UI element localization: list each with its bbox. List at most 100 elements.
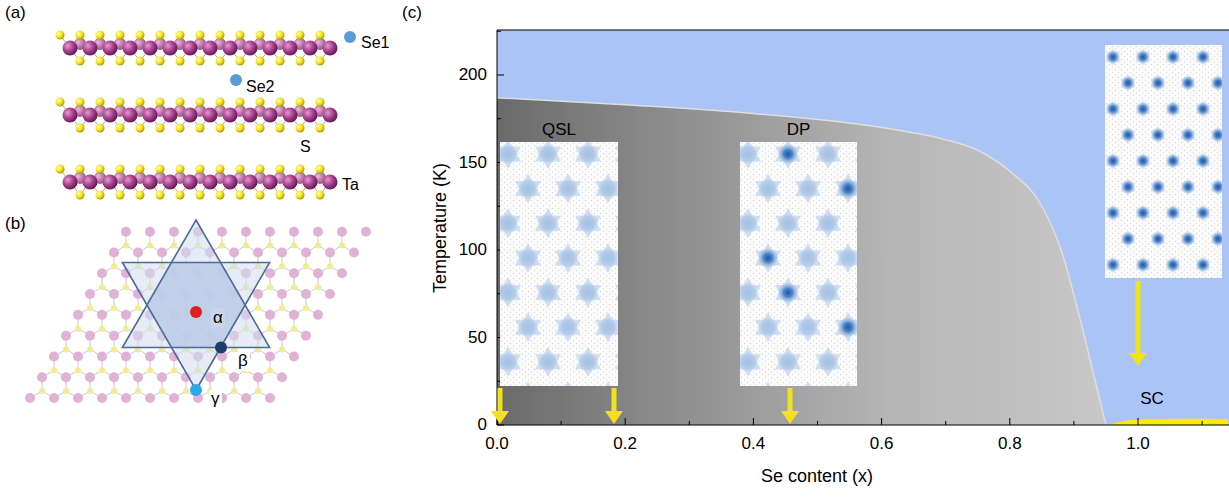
site-gamma — [190, 384, 202, 396]
star-cluster — [1090, 126, 1106, 144]
ta-atom — [263, 41, 278, 56]
star-cluster — [595, 243, 618, 273]
panel-label: (b) — [5, 214, 26, 234]
ta-atom — [121, 393, 131, 403]
s-atom — [256, 98, 265, 107]
s-atom — [276, 124, 285, 133]
cluster-center — [500, 144, 518, 164]
star-cluster — [1225, 256, 1229, 274]
star-cluster — [535, 278, 561, 308]
cluster-center — [1226, 50, 1229, 64]
axis-title: Temperature (K) — [430, 163, 451, 293]
x-tick — [1138, 418, 1139, 425]
star-cluster — [740, 278, 761, 308]
ta-atom — [97, 310, 107, 320]
s-atom — [291, 326, 297, 332]
ta-atom — [289, 268, 299, 278]
s-atom — [255, 305, 261, 311]
cluster-center — [778, 352, 798, 372]
s-atom — [236, 57, 245, 66]
x-tick — [945, 421, 946, 425]
cluster-center — [1226, 102, 1229, 116]
s-atom — [255, 388, 261, 394]
cluster-center — [1151, 76, 1165, 90]
ta-atom — [85, 289, 95, 299]
ta-atom — [217, 227, 227, 237]
arrow-head — [605, 411, 623, 424]
s-atom — [116, 165, 125, 174]
ta-atom — [325, 248, 335, 258]
s-atom — [216, 191, 225, 200]
ta-atom — [301, 248, 311, 258]
star-cluster — [815, 347, 841, 377]
ta-atom — [323, 108, 338, 123]
ta-atom — [203, 41, 218, 56]
ta-atom — [265, 310, 275, 320]
inset-picture — [740, 142, 857, 386]
ta-atom — [277, 248, 287, 258]
tas2-layer — [56, 98, 338, 133]
s-atom — [171, 367, 177, 373]
star-cluster — [1225, 308, 1229, 326]
ta-atom — [289, 310, 299, 320]
x-tick — [1073, 421, 1074, 425]
cluster-center — [1121, 128, 1135, 142]
s-atom — [136, 31, 145, 40]
star-cluster — [1090, 230, 1106, 248]
atom-label: S — [300, 138, 311, 156]
ta-atom — [63, 108, 78, 123]
s-atom — [156, 124, 165, 133]
cluster-center — [838, 248, 857, 268]
ta-atom — [169, 393, 179, 403]
star-cluster — [740, 312, 741, 342]
star-cluster — [1195, 100, 1211, 118]
star-cluster — [1150, 230, 1166, 248]
s-atom — [135, 305, 141, 311]
star-cluster — [615, 142, 618, 169]
ta-atom — [263, 175, 278, 190]
s-atom — [243, 243, 249, 249]
s-atom — [256, 57, 265, 66]
cluster-center — [538, 352, 558, 372]
star-cluster — [1210, 22, 1226, 40]
star-cluster — [555, 243, 581, 273]
star-cluster — [500, 312, 501, 342]
ta-atom — [301, 289, 311, 299]
star-cluster — [555, 382, 581, 387]
star-cluster — [500, 347, 521, 377]
star-cluster — [1090, 74, 1106, 92]
cluster-center — [1211, 24, 1225, 38]
s-atom — [216, 98, 225, 107]
star-cluster — [1120, 22, 1136, 40]
ta-atom — [109, 289, 119, 299]
s-atom — [99, 326, 105, 332]
s-atom — [296, 98, 305, 107]
ta-atom — [277, 331, 287, 341]
s-atom — [196, 98, 205, 107]
star-cluster — [1090, 178, 1106, 196]
tick-label: 200 — [459, 65, 487, 85]
ta-atom — [263, 108, 278, 123]
ta-atom — [145, 351, 155, 361]
ta-atom — [337, 268, 347, 278]
cluster-center — [518, 317, 538, 337]
s-atom — [196, 165, 205, 174]
ta-atom — [325, 289, 335, 299]
s-atom — [156, 165, 165, 174]
atom-lattice — [1105, 45, 1222, 278]
s-atom — [296, 57, 305, 66]
s-atom — [279, 305, 285, 311]
cluster-center — [518, 179, 538, 199]
cluster-center — [1121, 24, 1135, 38]
cluster-center — [1076, 102, 1090, 116]
cluster-center — [1091, 24, 1105, 38]
tick-label: 150 — [459, 153, 487, 173]
s-atom — [156, 191, 165, 200]
s-atom — [87, 305, 93, 311]
y-tick — [497, 75, 504, 76]
s-atom — [267, 243, 273, 249]
ta-atom — [97, 393, 107, 403]
cluster-center — [578, 352, 598, 372]
star-clusters — [1075, 22, 1229, 326]
s-atom — [256, 165, 265, 174]
